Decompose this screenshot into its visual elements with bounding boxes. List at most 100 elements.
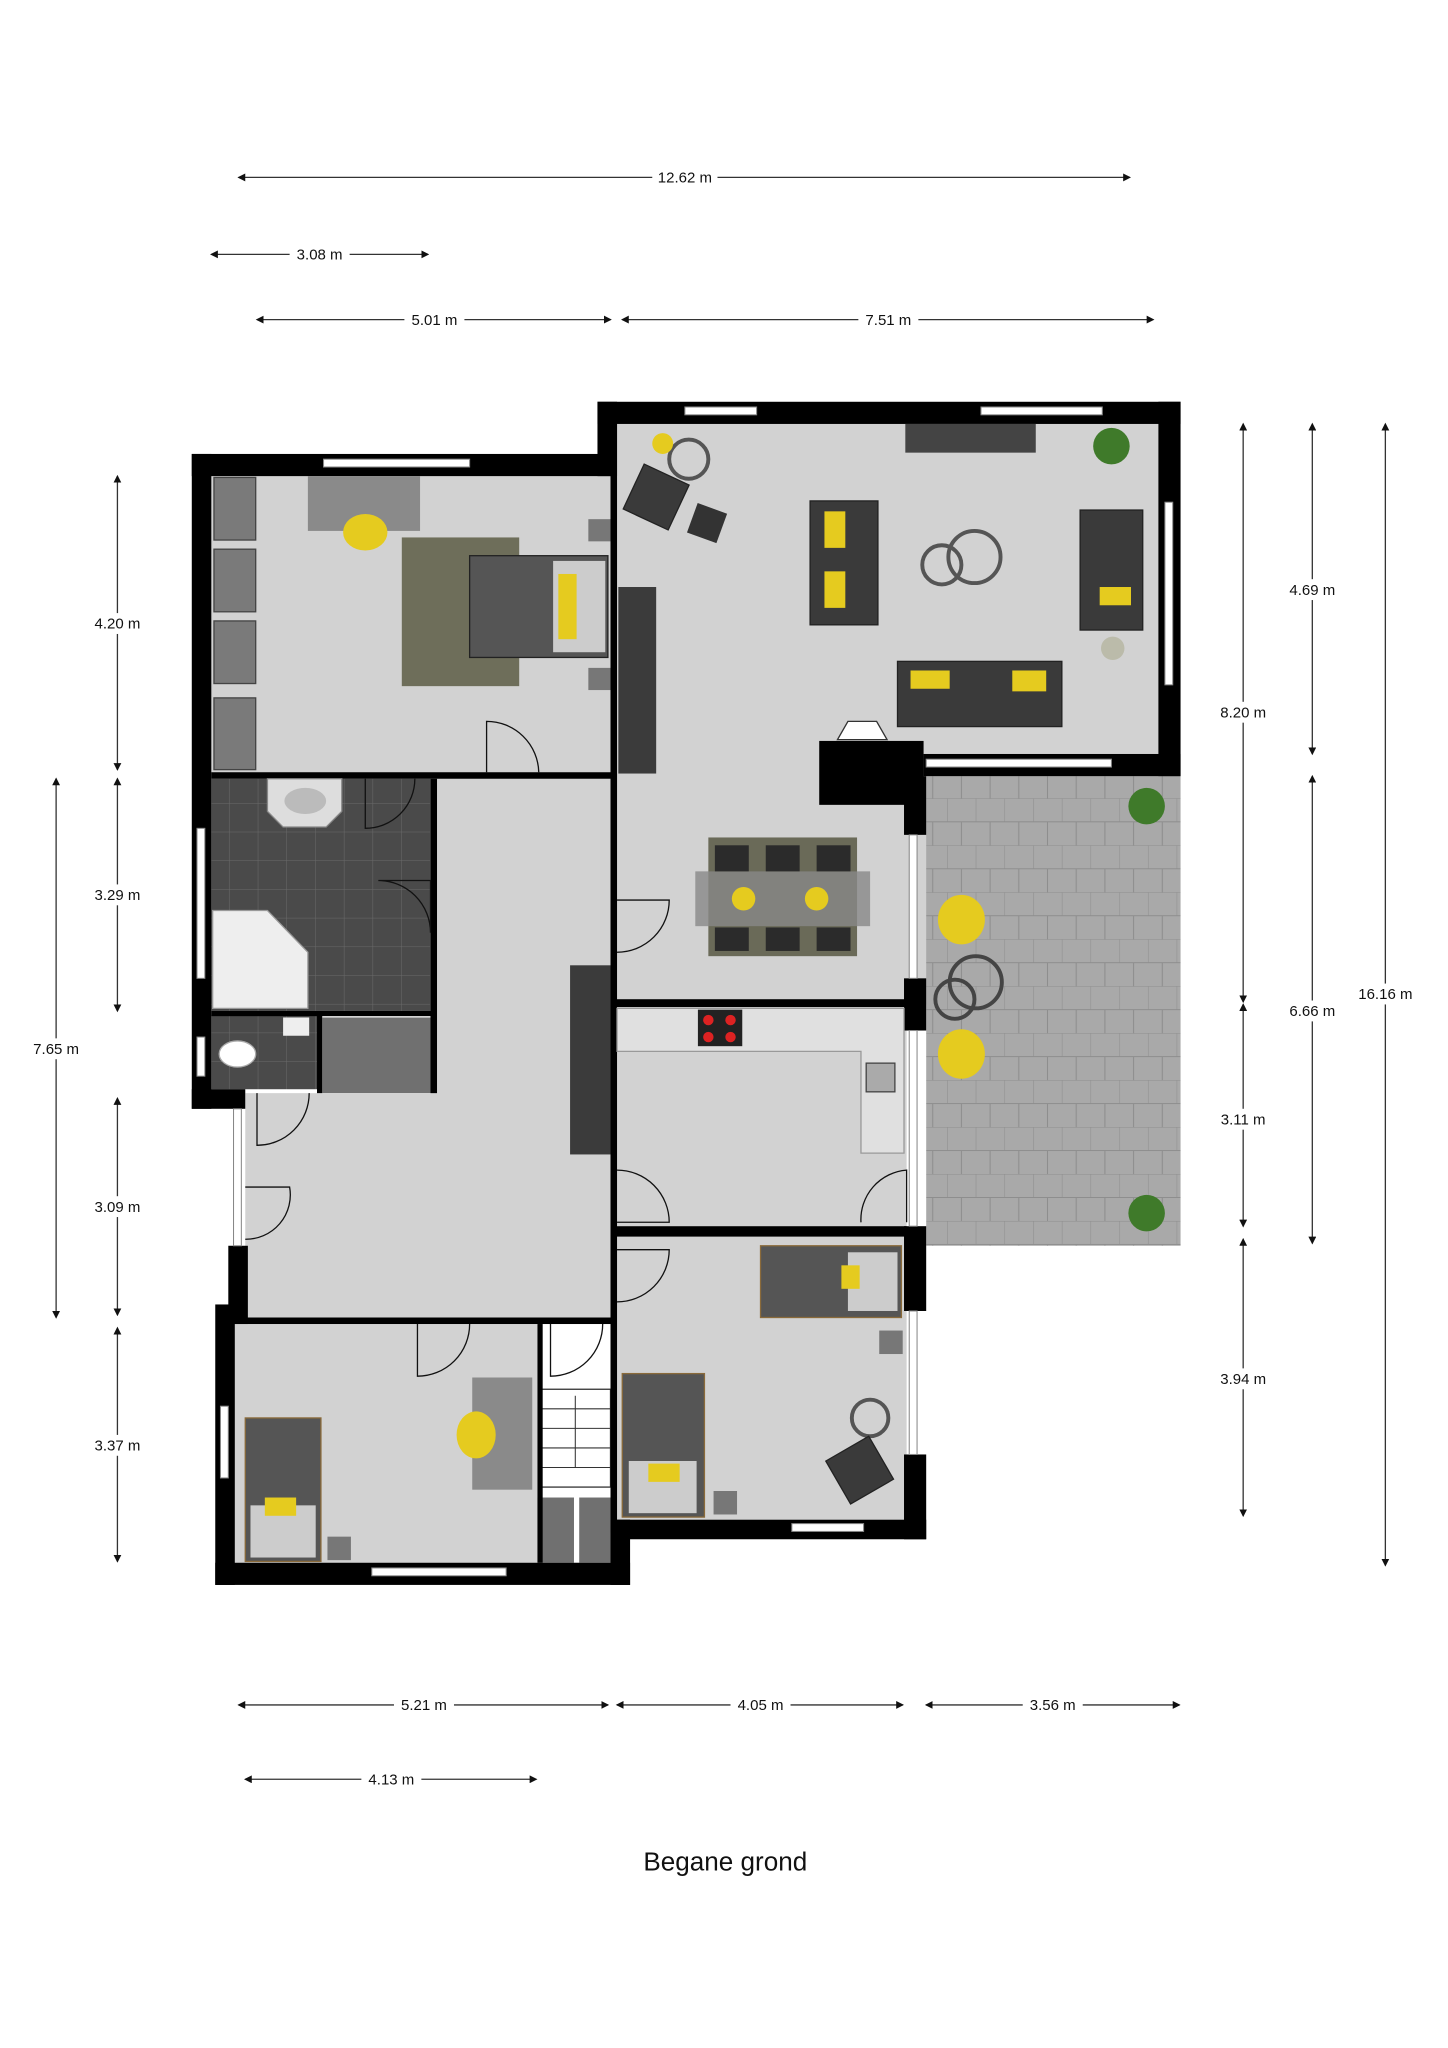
side-table bbox=[667, 437, 711, 481]
cushion bbox=[824, 511, 846, 548]
dimension-left-total: 7.65 m bbox=[24, 777, 88, 1319]
dimension-right-2: 3.11 m bbox=[1211, 1003, 1275, 1228]
cabinet bbox=[570, 965, 611, 1155]
window bbox=[196, 1036, 206, 1077]
door bbox=[364, 778, 416, 829]
dimension-label: 4.69 m bbox=[1289, 582, 1335, 599]
window bbox=[925, 758, 1112, 768]
kitchen-counter bbox=[616, 1007, 905, 1154]
floor-title: Begane grond bbox=[643, 1847, 807, 1877]
fireplace bbox=[836, 720, 889, 741]
dimension-label: 3.09 m bbox=[94, 1199, 140, 1216]
dimension-right-total: 16.16 m bbox=[1351, 422, 1420, 1567]
plate bbox=[804, 887, 829, 911]
dimension-label: 12.62 m bbox=[658, 170, 712, 187]
garden-chair bbox=[937, 894, 985, 945]
plate bbox=[731, 887, 756, 911]
garden-table bbox=[933, 977, 977, 1021]
door bbox=[860, 1169, 908, 1223]
dimension-label: 8.20 m bbox=[1220, 704, 1266, 721]
tv-cabinet bbox=[905, 423, 1036, 453]
cushion bbox=[1012, 670, 1047, 692]
cushion bbox=[824, 571, 846, 608]
dimension-label: 5.21 m bbox=[401, 1697, 447, 1714]
plant bbox=[1128, 1194, 1165, 1232]
dimension-label: 3.08 m bbox=[297, 247, 343, 264]
terrace-floor bbox=[926, 776, 1181, 1246]
coffee-table bbox=[946, 528, 1003, 586]
dimension-label: 4.20 m bbox=[94, 616, 140, 633]
dimension-label: 4.05 m bbox=[738, 1697, 784, 1714]
side-table bbox=[849, 1397, 891, 1439]
garden-chair bbox=[937, 1029, 985, 1079]
armchair bbox=[622, 463, 690, 531]
door bbox=[245, 1186, 291, 1240]
dimension-label: 4.13 m bbox=[368, 1771, 414, 1788]
cushion bbox=[841, 1265, 860, 1289]
window bbox=[791, 1523, 865, 1532]
dimension-right-3: 3.94 m bbox=[1211, 1237, 1275, 1518]
dimension-label: 7.65 m bbox=[33, 1041, 79, 1058]
dimension-top-total: 12.62 m bbox=[237, 166, 1131, 188]
toilet bbox=[218, 1040, 257, 1068]
door bbox=[378, 879, 432, 933]
dimension-right-1: 8.20 m bbox=[1211, 422, 1275, 1004]
walls bbox=[191, 401, 1181, 1585]
dimension-right-5: 6.66 m bbox=[1281, 774, 1344, 1245]
window bbox=[323, 458, 471, 468]
stair-treads bbox=[541, 1395, 611, 1469]
plant bbox=[1093, 427, 1130, 465]
dimension-label: 5.01 m bbox=[411, 312, 457, 329]
door bbox=[617, 1249, 670, 1303]
nightstand bbox=[327, 1536, 351, 1561]
nightstand bbox=[713, 1490, 738, 1515]
window bbox=[684, 406, 758, 416]
window bbox=[908, 1310, 918, 1455]
floor-lamp bbox=[1100, 636, 1125, 661]
door bbox=[617, 1169, 670, 1223]
armchair bbox=[1079, 509, 1144, 631]
window bbox=[908, 1030, 918, 1227]
dimension-label: 16.16 m bbox=[1358, 986, 1412, 1003]
staircase bbox=[540, 1388, 612, 1488]
dimension-top-right: 7.51 m bbox=[620, 309, 1155, 331]
dining-chairs bbox=[714, 845, 851, 951]
dimension-label: 6.66 m bbox=[1289, 1003, 1335, 1020]
coffee-table bbox=[920, 543, 964, 587]
dimension-bottom-right: 3.56 m bbox=[924, 1694, 1181, 1716]
door bbox=[485, 720, 540, 773]
desk-chair bbox=[456, 1411, 496, 1459]
footstool bbox=[686, 503, 728, 544]
dimension-bottom-short: 4.13 m bbox=[243, 1768, 538, 1790]
dimension-label: 3.37 m bbox=[94, 1438, 140, 1455]
closet bbox=[537, 1497, 574, 1563]
furniture bbox=[211, 423, 1165, 1563]
dimension-left-4: 3.37 m bbox=[86, 1326, 149, 1563]
dimension-bottom-left: 5.21 m bbox=[237, 1694, 610, 1716]
dimension-label: 3.29 m bbox=[94, 887, 140, 904]
dimension-left-2: 3.29 m bbox=[86, 777, 149, 1013]
lamp bbox=[652, 433, 674, 454]
dimension-right-4: 4.69 m bbox=[1281, 422, 1344, 756]
door bbox=[256, 1093, 310, 1146]
door bbox=[617, 899, 670, 953]
dimension-label: 3.11 m bbox=[1221, 1111, 1266, 1128]
window bbox=[219, 1405, 229, 1479]
kitchen-sink bbox=[865, 1062, 896, 1093]
toilet-sink bbox=[283, 1017, 310, 1036]
window bbox=[908, 834, 918, 979]
cushion bbox=[264, 1497, 297, 1516]
wardrobe bbox=[213, 476, 257, 771]
window bbox=[371, 1567, 507, 1577]
cushion bbox=[1099, 587, 1131, 606]
nightstand bbox=[879, 1330, 903, 1355]
dimension-top-short: 3.08 m bbox=[210, 243, 430, 265]
cushion bbox=[558, 573, 577, 640]
dimension-left-1: 4.20 m bbox=[86, 474, 149, 771]
closet bbox=[579, 1497, 611, 1563]
cabinet bbox=[618, 587, 657, 774]
window bbox=[1164, 501, 1174, 686]
window bbox=[233, 1108, 242, 1247]
dimension-label: 3.56 m bbox=[1030, 1697, 1076, 1714]
